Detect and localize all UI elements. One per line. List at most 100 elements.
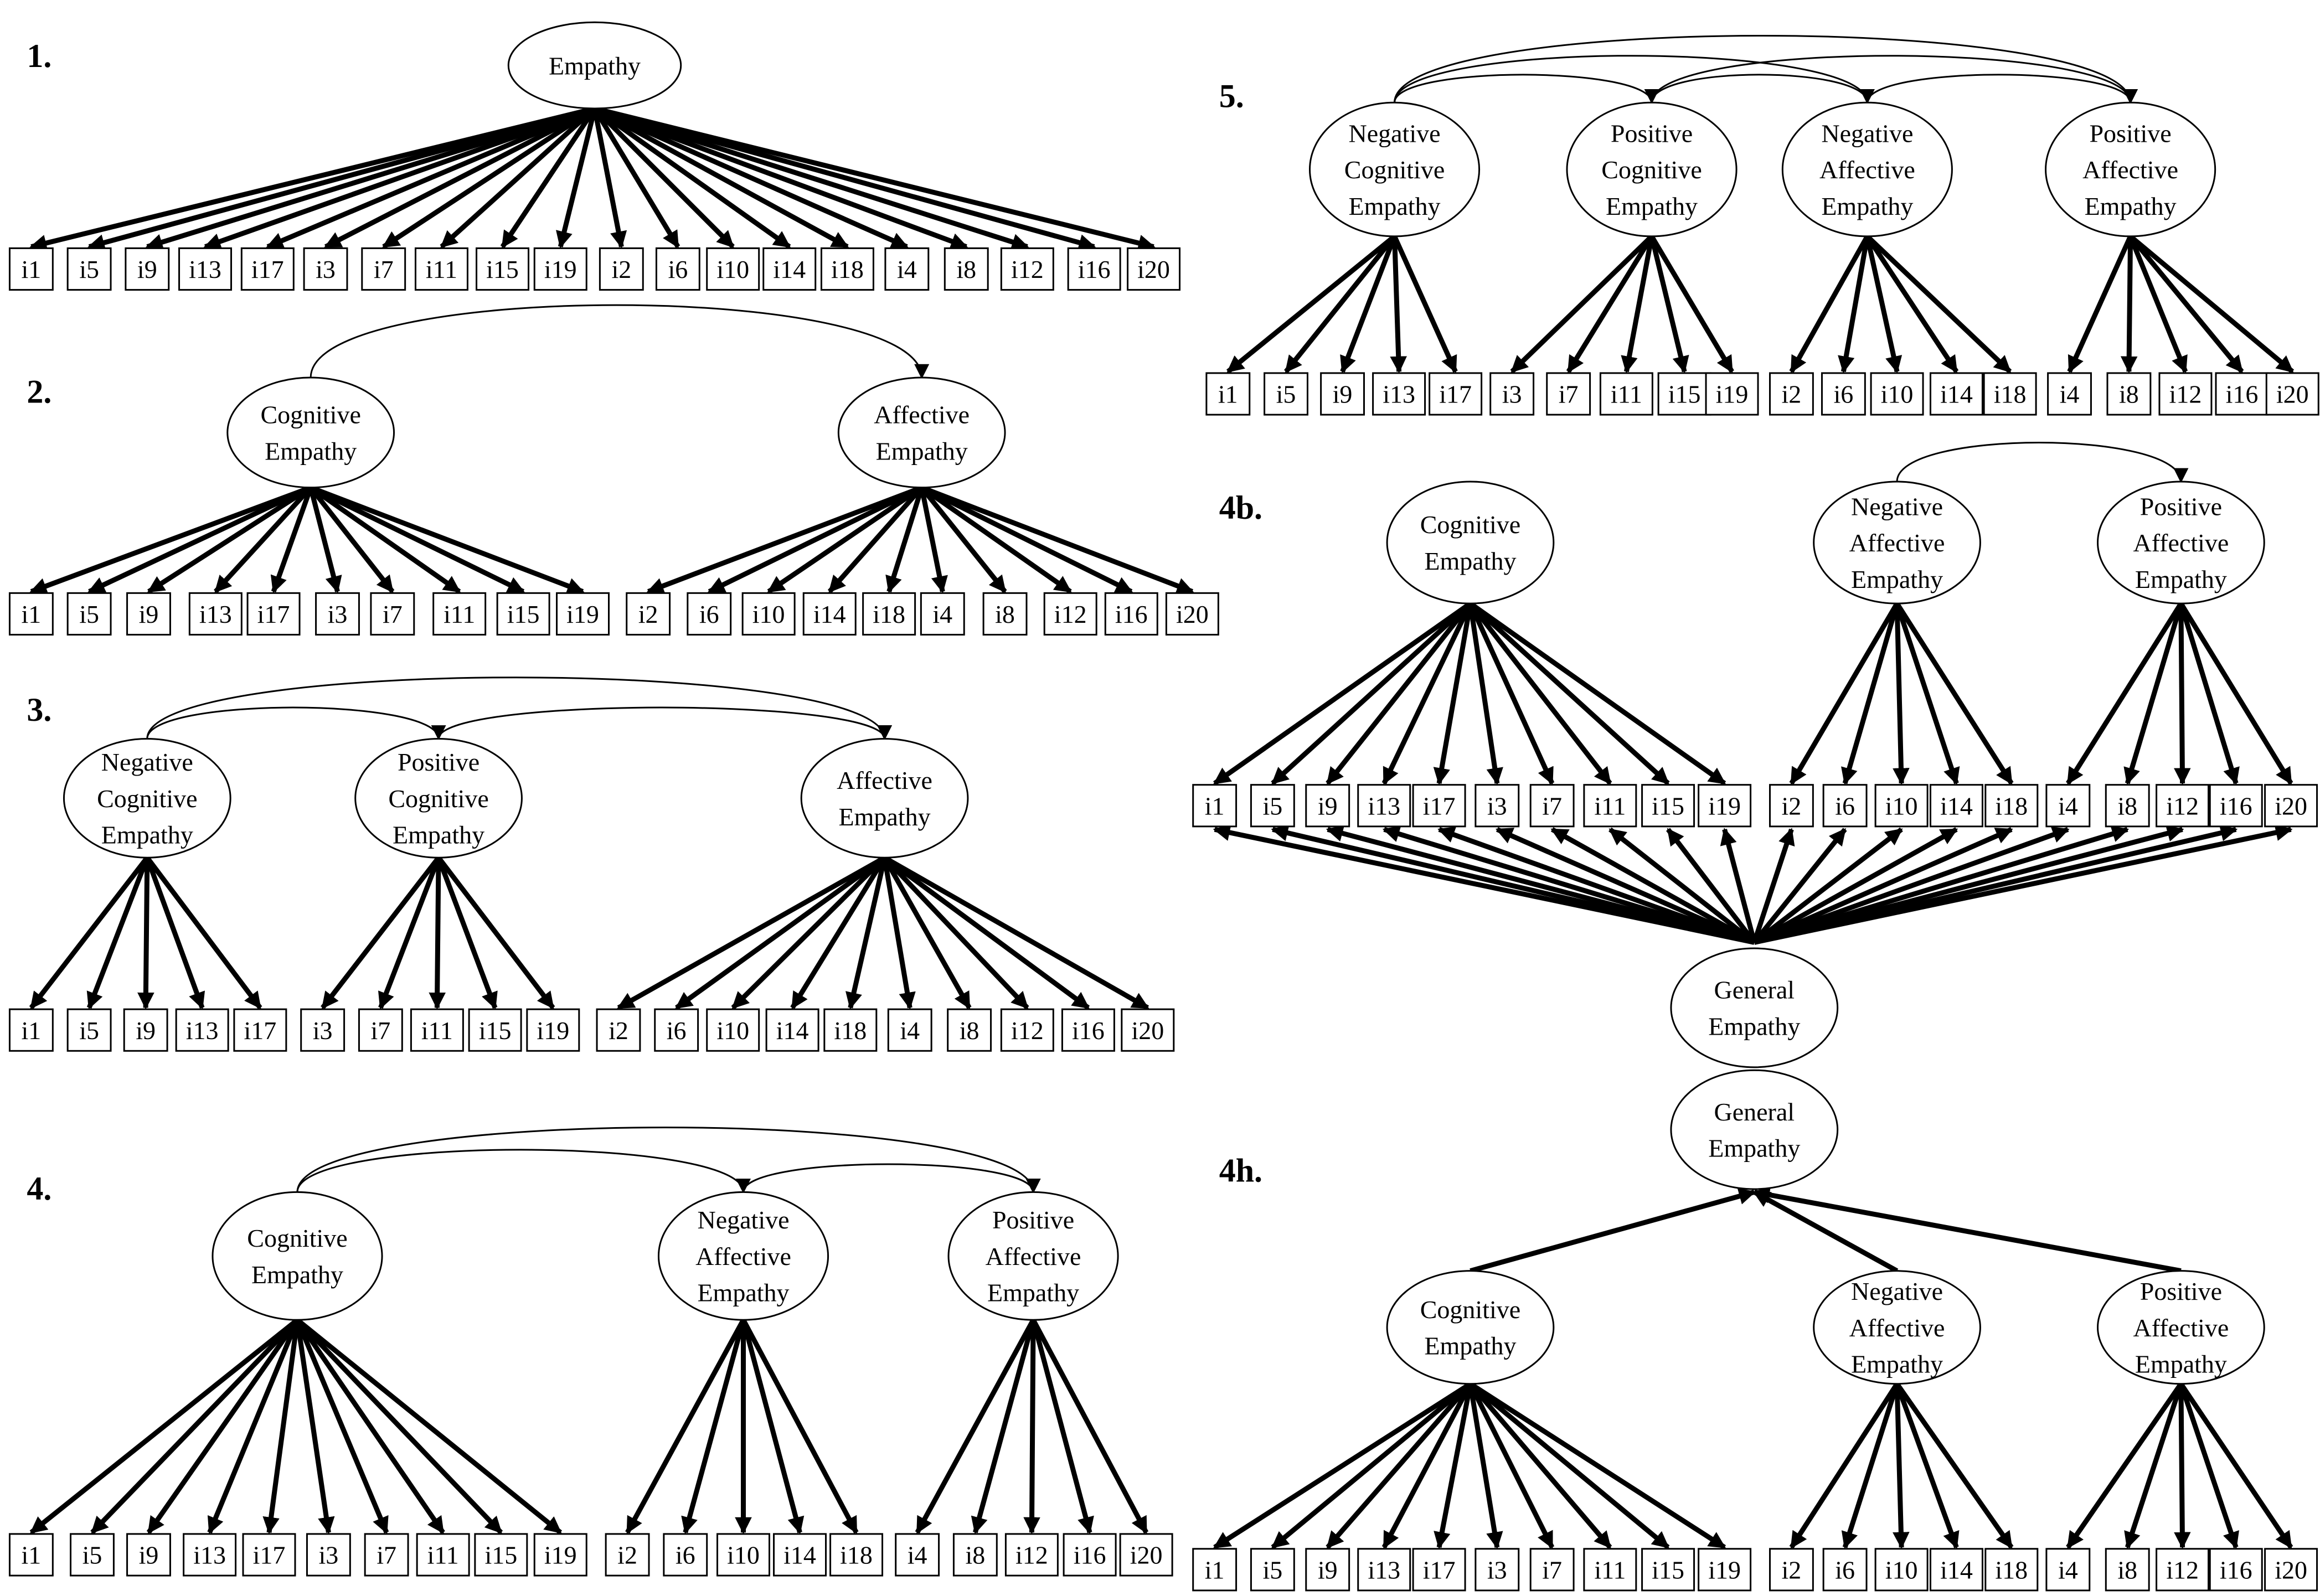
item-label: i16 — [1072, 1016, 1105, 1045]
loading-arrow — [2066, 602, 2183, 785]
loading-arrow — [296, 1318, 563, 1535]
item-label: i7 — [374, 255, 394, 283]
loading-arrow — [883, 856, 1029, 1010]
item-i13: i13 — [183, 1533, 237, 1577]
item-i18: i18 — [1983, 372, 2037, 416]
loading-arrow — [741, 1319, 859, 1534]
loading-arrow — [29, 106, 596, 252]
item-label: i17 — [253, 1541, 286, 1569]
item-label: i9 — [136, 1016, 156, 1045]
item-i20: i20 — [1165, 592, 1219, 636]
item-i11: i11 — [1599, 372, 1653, 416]
covariance-arc — [1889, 442, 2189, 495]
item-i4: i4 — [2045, 784, 2091, 828]
loading-arrow — [1789, 602, 1899, 785]
item-i13: i13 — [188, 592, 243, 636]
item-label: i9 — [1318, 1556, 1338, 1584]
item-label: i19 — [1708, 792, 1741, 820]
item-label: i17 — [251, 255, 284, 283]
item-i5: i5 — [70, 1533, 115, 1577]
covariance-arc — [735, 1163, 1041, 1206]
item-i10: i10 — [741, 592, 796, 636]
loading-arrow — [1510, 234, 1654, 374]
item-i12: i12 — [2158, 372, 2213, 416]
item-i14: i14 — [802, 592, 857, 636]
item-i13: i13 — [178, 247, 233, 291]
item-i4: i4 — [895, 1533, 940, 1577]
item-i10: i10 — [1874, 1548, 1929, 1592]
item-label: i1 — [1205, 792, 1225, 820]
loading-arrow — [1894, 602, 1960, 785]
item-i2: i2 — [1769, 372, 1814, 416]
item-label: i15 — [507, 600, 540, 628]
loading-arrow — [1468, 602, 1612, 785]
item-label: i11 — [426, 255, 457, 283]
item-i10: i10 — [1874, 784, 1929, 828]
item-i1: i1 — [1192, 1548, 1238, 1592]
item-label: i5 — [1262, 792, 1282, 820]
model-label-m4h: 4h. — [1219, 1153, 1262, 1189]
loading-arrow — [1752, 1186, 2182, 1274]
loading-arrow — [500, 107, 597, 249]
item-i20: i20 — [2264, 784, 2318, 828]
loading-arrow — [2066, 1382, 2183, 1549]
item-i16: i16 — [1104, 592, 1158, 636]
loading-arrow — [1434, 1383, 1473, 1549]
loading-arrow — [1469, 1381, 1726, 1549]
item-label: i6 — [699, 600, 719, 628]
item-i13: i13 — [175, 1008, 229, 1052]
loading-arrow — [29, 1318, 299, 1535]
item-i3: i3 — [1489, 372, 1535, 416]
loading-arrow — [1326, 1382, 1472, 1549]
loading-arrow — [883, 855, 1090, 1010]
item-i4: i4 — [2047, 372, 2092, 416]
item-label: i19 — [544, 255, 577, 283]
item-i19: i19 — [533, 247, 587, 291]
item-i15: i15 — [474, 1533, 528, 1577]
loading-arrow — [1468, 602, 1555, 785]
loading-arrow — [1752, 1190, 1899, 1273]
item-label: i5 — [79, 1016, 99, 1045]
loading-arrow — [1838, 236, 1870, 374]
item-i14: i14 — [1929, 372, 1983, 416]
item-label: i16 — [1115, 600, 1148, 628]
item-i16: i16 — [2215, 372, 2269, 416]
loading-arrow — [295, 1318, 503, 1535]
loading-arrow — [1271, 1382, 1472, 1549]
item-label: i19 — [544, 1541, 577, 1569]
loading-arrow — [882, 857, 916, 1010]
loading-arrow — [436, 856, 555, 1010]
item-label: i6 — [1834, 380, 1854, 409]
loading-arrow — [2124, 1383, 2184, 1549]
item-label: i9 — [1318, 792, 1338, 820]
loading-arrow — [1284, 235, 1397, 374]
loading-arrow — [593, 106, 791, 249]
loading-arrow — [1893, 1383, 1910, 1549]
item-label: i13 — [193, 1541, 226, 1569]
model-label-m3: 3. — [27, 691, 51, 728]
item-label: i14 — [776, 1016, 809, 1045]
item-label: i13 — [1383, 380, 1415, 409]
item-i10: i10 — [1870, 372, 1924, 416]
item-i8: i8 — [952, 1533, 998, 1577]
item-label: i4 — [900, 1016, 920, 1045]
loading-arrow — [1468, 1382, 1555, 1549]
loading-arrow — [309, 485, 461, 594]
loading-arrow — [2174, 1383, 2191, 1549]
item-i7: i7 — [1529, 1548, 1575, 1592]
item-label: i16 — [2220, 792, 2252, 820]
item-i17: i17 — [1412, 1548, 1466, 1592]
covariance-arc — [290, 1127, 1041, 1206]
item-i8: i8 — [982, 592, 1028, 636]
item-label: i12 — [1011, 255, 1044, 283]
item-i17: i17 — [1429, 372, 1483, 416]
item-i4: i4 — [884, 247, 930, 291]
